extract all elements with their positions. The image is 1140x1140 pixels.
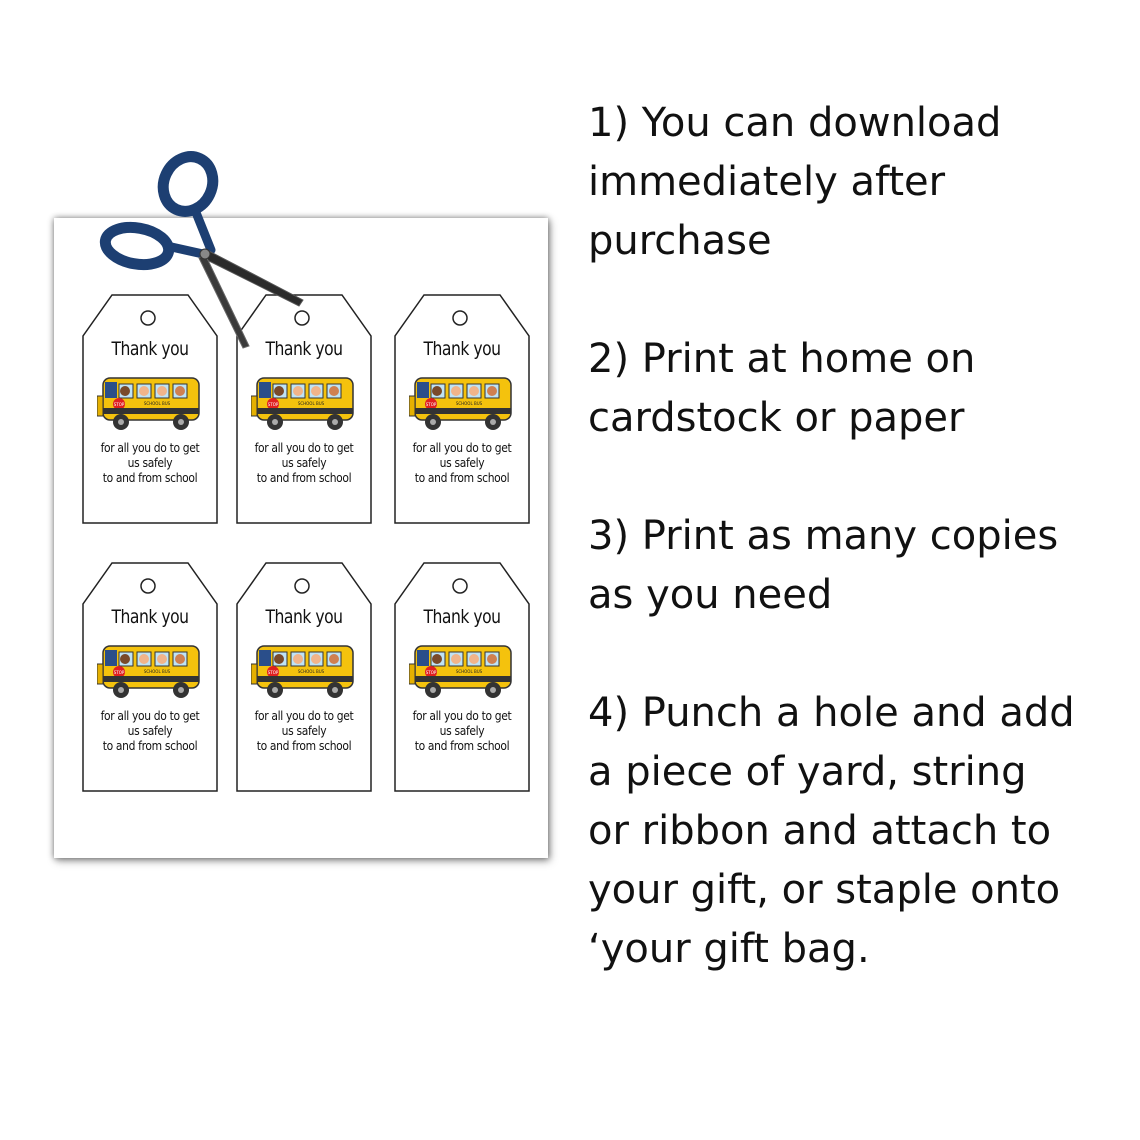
bus-stop-sign: STOP xyxy=(426,670,437,675)
tag-line-2: us safely xyxy=(127,455,173,470)
bus-name-sign: SCHOOL BUS xyxy=(298,669,325,674)
tag-title: Thank you xyxy=(265,606,343,628)
gift-tag: Thank you STOP SCHOOL BUS for all you do… xyxy=(236,562,372,792)
gift-tag: Thank you STOP SCHOOL BUS for all you do… xyxy=(236,294,372,524)
tag-message: for all you do to get us safely to and f… xyxy=(93,440,207,485)
bus-stop-sign: STOP xyxy=(268,402,279,407)
tag-message: for all you do to get us safely to and f… xyxy=(247,708,361,753)
bus-name-sign: SCHOOL BUS xyxy=(144,669,171,674)
gift-tag: Thank you STOP SCHOOL BUS for all you do… xyxy=(394,294,530,524)
tag-line-2: us safely xyxy=(439,455,485,470)
scissors-icon xyxy=(99,151,304,349)
instruction-line: purchase xyxy=(588,218,772,264)
instruction-line: your gift, or staple onto xyxy=(588,867,1061,913)
tag-line-1: for all you do to get xyxy=(100,440,200,455)
tag-line-2: us safely xyxy=(127,723,173,738)
bus-stop-sign: STOP xyxy=(426,402,437,407)
school-bus-icon: STOP SCHOOL BUS xyxy=(251,645,354,698)
bus-name-sign: SCHOOL BUS xyxy=(456,401,483,406)
gift-tag: Thank you STOP SCHOOL BUS for all you do… xyxy=(394,562,530,792)
instruction-step-1: 1) You can download immediately after pu… xyxy=(588,94,1128,271)
bus-stop-sign: STOP xyxy=(114,402,125,407)
instruction-line: 1) You can download xyxy=(588,100,1002,146)
tag-line-3: to and from school xyxy=(256,470,352,485)
tag-line-3: to and from school xyxy=(102,470,198,485)
tag-line-1: for all you do to get xyxy=(254,708,354,723)
bus-stop-sign: STOP xyxy=(268,670,279,675)
school-bus-icon: STOP SCHOOL BUS xyxy=(97,377,200,430)
instruction-line: a piece of yard, string xyxy=(588,749,1027,795)
instruction-line: 3) Print as many copies xyxy=(588,513,1059,559)
instruction-line: 2) Print at home on xyxy=(588,336,976,382)
bus-name-sign: SCHOOL BUS xyxy=(298,401,325,406)
tag-line-3: to and from school xyxy=(256,738,352,753)
instruction-line: immediately after xyxy=(588,159,946,205)
instructions-list: 1) You can download immediately after pu… xyxy=(588,94,1128,1038)
bus-name-sign: SCHOOL BUS xyxy=(144,401,171,406)
tag-line-1: for all you do to get xyxy=(100,708,200,723)
tag-line-2: us safely xyxy=(281,723,327,738)
tag-line-1: for all you do to get xyxy=(254,440,354,455)
bus-name-sign: SCHOOL BUS xyxy=(456,669,483,674)
instruction-line: 4) Punch a hole and add xyxy=(588,690,1075,736)
instruction-step-3: 3) Print as many copies as you need xyxy=(588,507,1128,625)
instruction-step-4: 4) Punch a hole and add a piece of yard,… xyxy=(588,684,1128,979)
tag-message: for all you do to get us safely to and f… xyxy=(405,440,519,485)
school-bus-icon: STOP SCHOOL BUS xyxy=(409,645,512,698)
tag-message: for all you do to get us safely to and f… xyxy=(405,708,519,753)
printable-sheet: Thank you STOP SCHOOL BUS for all you do… xyxy=(54,218,548,858)
tag-line-1: for all you do to get xyxy=(412,708,512,723)
gift-tag: Thank you STOP SCHOOL BUS for all you do… xyxy=(82,294,218,524)
tag-line-2: us safely xyxy=(439,723,485,738)
instruction-line: ‘your gift bag. xyxy=(588,926,870,972)
instruction-line: cardstock or paper xyxy=(588,395,965,441)
tag-line-3: to and from school xyxy=(414,738,510,753)
instruction-line: as you need xyxy=(588,572,833,618)
tag-line-3: to and from school xyxy=(414,470,510,485)
gift-tag: Thank you STOP SCHOOL BUS for all you do… xyxy=(82,562,218,792)
school-bus-icon: STOP SCHOOL BUS xyxy=(251,377,354,430)
tag-message: for all you do to get us safely to and f… xyxy=(247,440,361,485)
tag-title: Thank you xyxy=(265,338,343,360)
instruction-step-2: 2) Print at home on cardstock or paper xyxy=(588,330,1128,448)
tag-title: Thank you xyxy=(111,338,189,360)
tag-line-1: for all you do to get xyxy=(412,440,512,455)
instruction-line: or ribbon and attach to xyxy=(588,808,1052,854)
tag-title: Thank you xyxy=(423,338,501,360)
tag-line-2: us safely xyxy=(281,455,327,470)
tag-message: for all you do to get us safely to and f… xyxy=(93,708,207,753)
school-bus-icon: STOP SCHOOL BUS xyxy=(409,377,512,430)
bus-stop-sign: STOP xyxy=(114,670,125,675)
tag-title: Thank you xyxy=(111,606,189,628)
school-bus-icon: STOP SCHOOL BUS xyxy=(97,645,200,698)
tag-title: Thank you xyxy=(423,606,501,628)
tag-line-3: to and from school xyxy=(102,738,198,753)
